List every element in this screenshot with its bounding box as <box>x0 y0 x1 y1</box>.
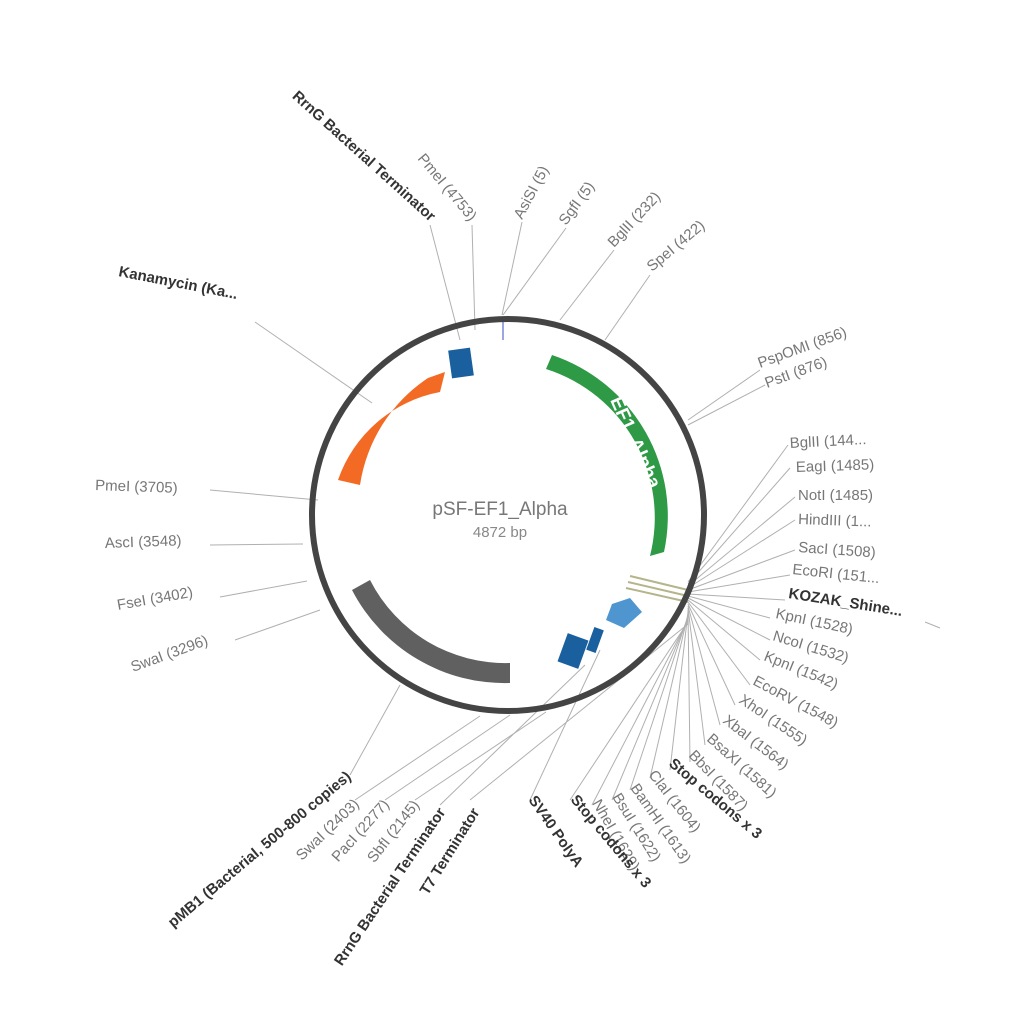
pmb1-feature <box>352 580 510 684</box>
leader-swai-2403 <box>354 715 481 801</box>
leader-fsei <box>219 580 308 598</box>
leader-kpni-1542 <box>687 599 761 661</box>
label-asisi: AsiSI (5) <box>511 163 553 222</box>
label-noti: NotI (1485) <box>798 487 873 504</box>
label-ecori: EcoRI (151... <box>792 561 881 587</box>
label-fsei: FseI (3402) <box>116 584 194 614</box>
leader-bbsi <box>687 609 691 763</box>
leader-kpni-1528 <box>687 595 771 619</box>
leader-xhoi <box>687 603 736 706</box>
label-pmb1: pMB1 (Bacterial, 500-800 copies) <box>165 768 355 931</box>
label-swai-3296: SwaI (3296) <box>129 632 211 676</box>
leader-sv40 <box>529 649 601 801</box>
leader-eagi <box>687 467 791 585</box>
leader-pmei-4753 <box>471 224 476 331</box>
leader-bsui <box>611 617 689 801</box>
ef1-alpha-label: EF1_Alpha <box>605 393 664 492</box>
leader-bglii-144 <box>687 444 789 583</box>
tick-kozak-3 <box>625 587 689 603</box>
label-kanamycin: Kanamycin (Ka... <box>117 263 239 303</box>
leader-hindiii <box>687 519 796 589</box>
leader-lines <box>209 221 941 806</box>
leader-t7 <box>469 623 689 801</box>
leader-pmb1 <box>349 684 401 776</box>
leader-asci <box>209 543 304 546</box>
leader-kanamycin <box>254 321 373 404</box>
label-saci: SacI (1508) <box>798 539 877 561</box>
leader-pmei-3705 <box>209 489 319 501</box>
label-bglii-232: BglII (232) <box>604 189 664 251</box>
label-pmei-3705: PmeI (3705) <box>95 477 178 497</box>
label-sgfi: SgfI (5) <box>555 179 598 229</box>
kanamycin-feature <box>338 372 445 485</box>
label-eagi: EagI (1485) <box>796 456 875 476</box>
leader-psti <box>687 384 766 426</box>
leader-spei <box>604 274 651 341</box>
plasmid-size: 4872 bp <box>473 524 527 541</box>
leader-swai-3296 <box>234 609 321 641</box>
label-spei: SpeI (422) <box>644 217 709 275</box>
rrng-top-box <box>448 347 474 379</box>
leader-bglii-232 <box>559 249 615 321</box>
label-bglii-144: BglII (144... <box>789 431 867 452</box>
plasmid-backbone <box>309 316 707 714</box>
leader-noti <box>687 496 796 587</box>
label-asci: AscI (3548) <box>105 532 182 552</box>
leader-ecori <box>687 574 791 593</box>
leader-sbfi <box>414 711 547 801</box>
rrng-bottom-box <box>557 633 589 669</box>
cut-site-ticks <box>502 318 689 603</box>
tick-kozak-2 <box>627 581 689 597</box>
leader-pspomi <box>687 369 761 421</box>
leader-sgfi <box>502 227 567 316</box>
leader-rrng-top <box>429 224 461 341</box>
leader-saci <box>687 549 796 591</box>
ef1-alpha-feature <box>546 355 668 556</box>
leader-paci <box>384 714 511 801</box>
label-rrng-top: RrnG Bacterial Terminator <box>289 88 439 225</box>
plasmid-name: pSF-EF1_Alpha <box>432 499 568 520</box>
leader-xbai <box>687 605 721 726</box>
leader-ecorv <box>687 601 751 686</box>
t7-box <box>586 627 604 653</box>
leader-kozak <box>687 593 786 601</box>
leader-bsaxi <box>687 607 706 746</box>
leader-stop1 <box>669 611 689 771</box>
leader-asisi <box>501 221 523 316</box>
kozak-arrow <box>606 598 642 628</box>
label-hindiii: HindIII (1... <box>798 511 872 531</box>
leader-stop2 <box>569 621 689 801</box>
leader-bamhi <box>629 615 689 791</box>
leader-ncoi <box>687 597 771 641</box>
leader-nhei <box>591 619 689 806</box>
leader-kozak-tail <box>924 621 941 629</box>
leader-clai <box>649 613 689 779</box>
tick-kozak-1 <box>629 575 689 591</box>
